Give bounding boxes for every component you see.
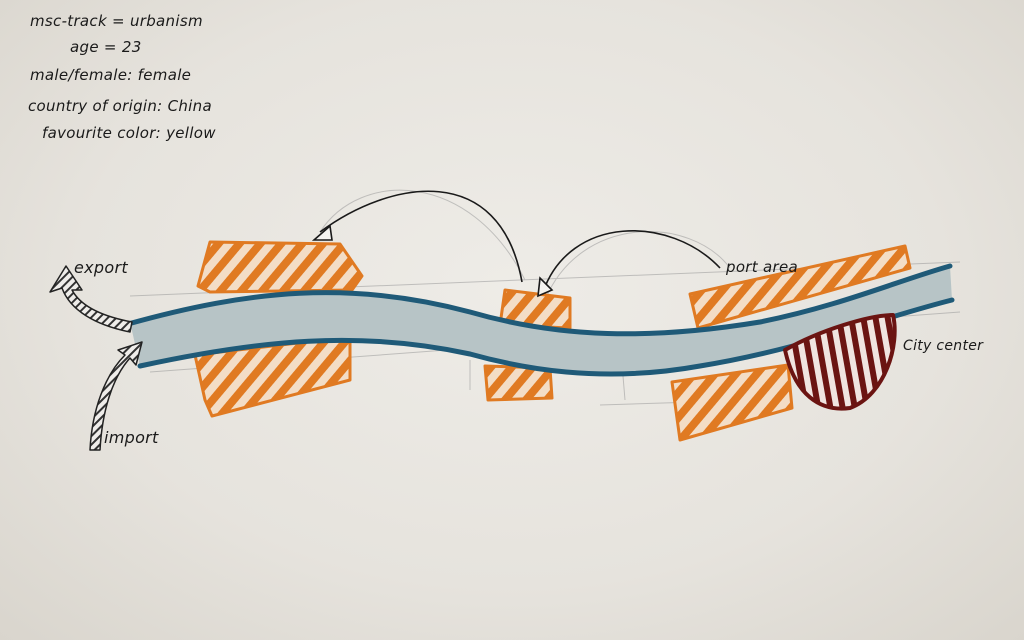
block-upper-middle (498, 288, 572, 330)
arrowhead-middle (537, 276, 554, 298)
label-export: export (74, 258, 128, 277)
note-age: age = 23 (70, 38, 142, 56)
arrow-middle-to-left (319, 190, 523, 283)
arrow-port-to-middle (542, 230, 721, 293)
note-gender: male/female: female (30, 66, 192, 84)
label-port-area: port area (726, 258, 798, 276)
note-msc-track: msc-track = urbanism (30, 12, 203, 30)
note-favourite-color: favourite color: yellow (42, 124, 216, 142)
block-upper-left (196, 240, 364, 294)
river-north-bank (125, 263, 953, 337)
import-arrow (89, 341, 143, 451)
arrowhead-left (311, 224, 333, 241)
label-import: import (104, 428, 159, 447)
block-lower-right (670, 363, 794, 442)
label-city-center: City center (903, 338, 984, 354)
export-arrow (49, 265, 133, 333)
relation-arrows (319, 190, 721, 293)
note-country: country of origin: China (28, 97, 212, 115)
block-port-area (688, 244, 912, 330)
orange-blocks (193, 240, 912, 442)
city-center-area (783, 313, 897, 411)
